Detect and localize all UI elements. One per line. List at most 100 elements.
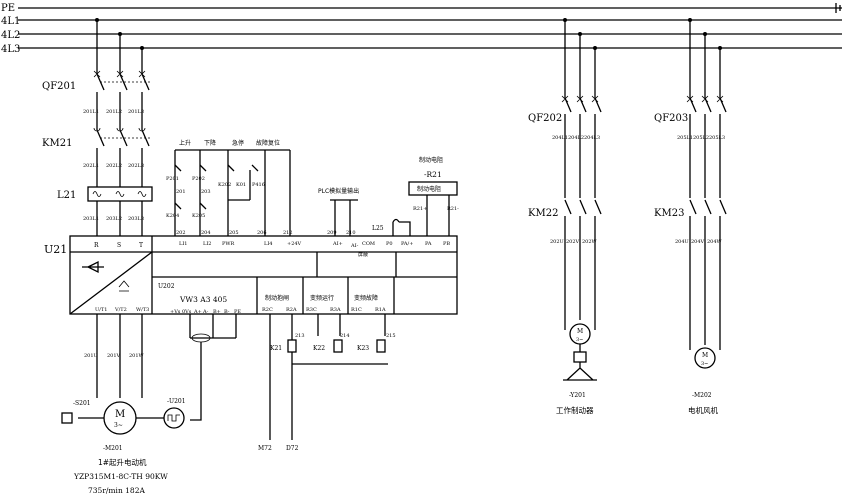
comm-card-tag: U202 [158,283,175,290]
comm-cable [189,314,237,421]
qf203-term-3: 205L3 [709,135,725,141]
term-com: COM [362,241,375,247]
fan-motor-symbol: M [702,352,708,359]
bus-l1-label: 4L1 [1,16,20,27]
comm-pin-a-minus: A- [202,309,209,315]
brake-motor-symbol: M [577,328,583,335]
output-m72: M72 [258,445,272,452]
wire-201: 201 [176,189,186,195]
wire-214: 214 [340,333,350,339]
resistor-box [408,181,458,196]
l21-term-1: 203L1 [83,216,99,222]
km23-label: KM23 [654,208,684,219]
km21-label: KM21 [42,138,72,149]
cmd-up: 上升 [179,139,191,147]
contact-p201: P201 [166,176,179,182]
qf201-term-3: 201L3 [128,109,144,115]
comm-pin-a-plus: A+ [193,309,202,315]
input-t: T [139,242,143,249]
coil-k22-label: K22 [313,345,325,352]
comm-card-model: VW3 A3 405 [179,295,227,304]
coil-k22 [333,339,343,353]
comm-pin-pe: PE [234,309,241,315]
fan-motor-phase: 3~ [701,361,708,367]
qf201-term-1: 201L1 [83,109,99,115]
output-v: V/T2 [114,307,127,313]
km21-term-3: 202L3 [128,163,144,169]
inverter-symbol-icon [118,280,130,292]
coil-k21 [287,339,297,353]
wire-215: 215 [386,333,396,339]
term-li1: LI1 [179,241,187,247]
l21-reactor [87,186,153,240]
hoist-power-branch: QF201 201L1 201L2 201L3 KM21 202L1 202L2… [42,18,153,240]
wire-209: 209 [327,230,337,236]
qf203-term-1: 205L1 [677,135,693,141]
wire-206: 206 [257,230,267,236]
qf201-breaker [93,70,152,130]
term-li2: LI2 [203,241,211,247]
relay-2-pin-c: R3C [306,307,317,313]
term-pb: PB [443,241,450,247]
qf203-label: QF203 [654,113,688,124]
output-u: U/T1 [95,307,107,313]
km21-term-2: 202L2 [106,163,122,169]
term-ai-plus: AI+ [332,241,343,247]
choke-label: L25 [372,225,384,232]
km22-term-1: 202U [550,239,564,245]
l21-term-2: 203L2 [106,216,122,222]
qf201-term-2: 201L2 [106,109,122,115]
term-pwr: PWR [222,241,235,247]
hoist-motor-phase: 3~ [114,422,123,429]
term-pa-plus: PA/+ [401,241,413,247]
resistor-pin-plus: R21+ [413,206,427,212]
wire-203: 203 [201,189,211,195]
term-ai-minus: AI- [350,243,359,249]
km23-term-3: 204W [707,239,723,245]
rectifier-icon [82,260,104,274]
bus-l2-label: 4L2 [1,30,20,41]
hoist-motor-symbol: M [115,409,125,420]
wire-212: 212 [283,230,293,236]
fan-motor-desc: 电机风机 [688,405,718,415]
inverter-tag: U21 [44,243,67,256]
inverter-frame [69,235,458,315]
comm-pin-b-plus: B+ [213,309,221,315]
hoist-motor-speed: 735r/min 182A [88,486,145,495]
coil-k21-label: K21 [270,345,282,352]
bus-bars: PE 4L1 4L2 4L3 [1,3,842,55]
relay-3-pin-a: R1A [375,307,386,313]
choke-l25 [392,218,411,236]
wire-213: 213 [295,333,305,339]
brake-sensor-label: -S201 [73,400,91,407]
km23-term-2: 204V [691,239,705,245]
hoist-motor-model: YZP315M1-8C-TH 90KW [73,472,168,481]
brake-device-desc: 工作制动器 [556,405,594,415]
qf202-term-2: 204L2 [568,135,584,141]
coil-k23-label: K23 [357,345,369,352]
qf202-term-1: 204L1 [552,135,568,141]
fan-motor-icon [694,347,716,369]
comm-pin-vs: +Vs [170,309,181,315]
hoist-motor-desc: 1#起升电动机 [98,457,147,467]
contact-k01: K01 [236,182,246,188]
contact-p416: P416 [252,182,265,188]
term-24v: +24V [287,241,302,247]
relay-coil-section: K21 K22 K23 213 214 215 M72 D72 [258,314,396,452]
input-r: R [94,242,99,249]
motor-term-w: 201W [129,353,145,359]
resistor-tag: -R21 [424,170,442,179]
cmd-reset: 故障复位 [256,139,280,147]
relay-1-title: 制动抱闸 [265,294,289,302]
brake-branch: QF202 204L1 204L2 204L3 KM22 202U 202V 2… [528,18,602,415]
relay-3-title: 变频故障 [354,294,378,302]
hoist-motor-section: 201U 201V 201W M 3~ -S201 -U201 -M201 1#… [61,314,186,495]
resistor-title: 制动电阻 [419,156,443,164]
term-pa: PA [425,241,432,247]
brake-motor-phase: 3~ [576,337,583,343]
resistor-box-label: 制动电阻 [417,185,441,193]
qf202-label: QF202 [528,113,562,124]
encoder-label: -U201 [167,398,186,405]
output-d72: D72 [286,445,299,452]
